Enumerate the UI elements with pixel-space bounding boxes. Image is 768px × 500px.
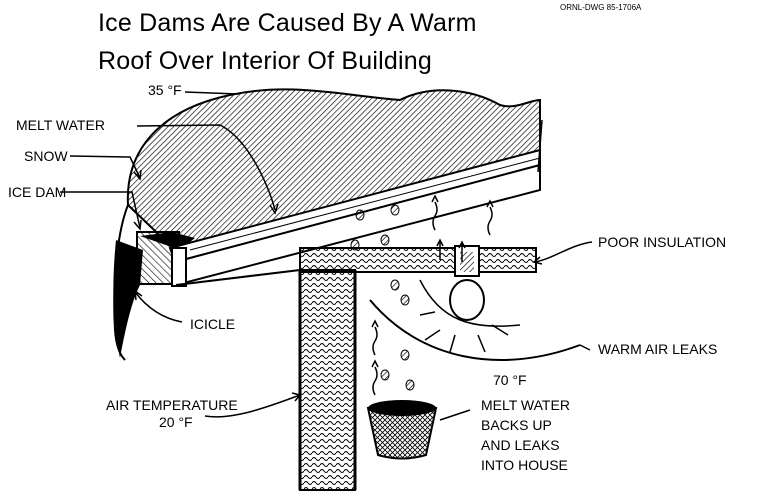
warm-air-leaks-label: WARM AIR LEAKS [598, 341, 717, 357]
title-line-1: Ice Dams Are Caused By A Warm [98, 8, 477, 38]
outside-temp-label: 20 °F [159, 414, 193, 430]
drawing-code: ORNL-DWG 85-1706A [560, 3, 641, 12]
light-bulb-icon [420, 280, 508, 352]
melt-water-bottom-line-3: AND LEAKS [481, 437, 560, 453]
bucket-icon [368, 400, 436, 459]
icicle-label: ICICLE [190, 316, 235, 332]
ceiling-insulation [300, 248, 536, 272]
fascia [172, 248, 186, 286]
poor-insulation-label: POOR INSULATION [598, 234, 726, 250]
snow-label: SNOW [24, 148, 68, 164]
melt-water-bottom-line-4: INTO HOUSE [481, 457, 568, 473]
roof-temp-label: 35 °F [148, 82, 182, 98]
title-line-2: Roof Over Interior Of Building [98, 46, 432, 76]
ice-dam-label: ICE DAM [8, 184, 66, 200]
wall [300, 270, 355, 490]
melt-water-top-label: MELT WATER [16, 117, 105, 133]
interior-temp-label: 70 °F [493, 372, 527, 388]
melt-water-bottom-line-2: BACKS UP [481, 417, 552, 433]
melt-water-bottom-line-1: MELT WATER [481, 397, 570, 413]
air-temperature-label: AIR TEMPERATURE [106, 397, 238, 413]
